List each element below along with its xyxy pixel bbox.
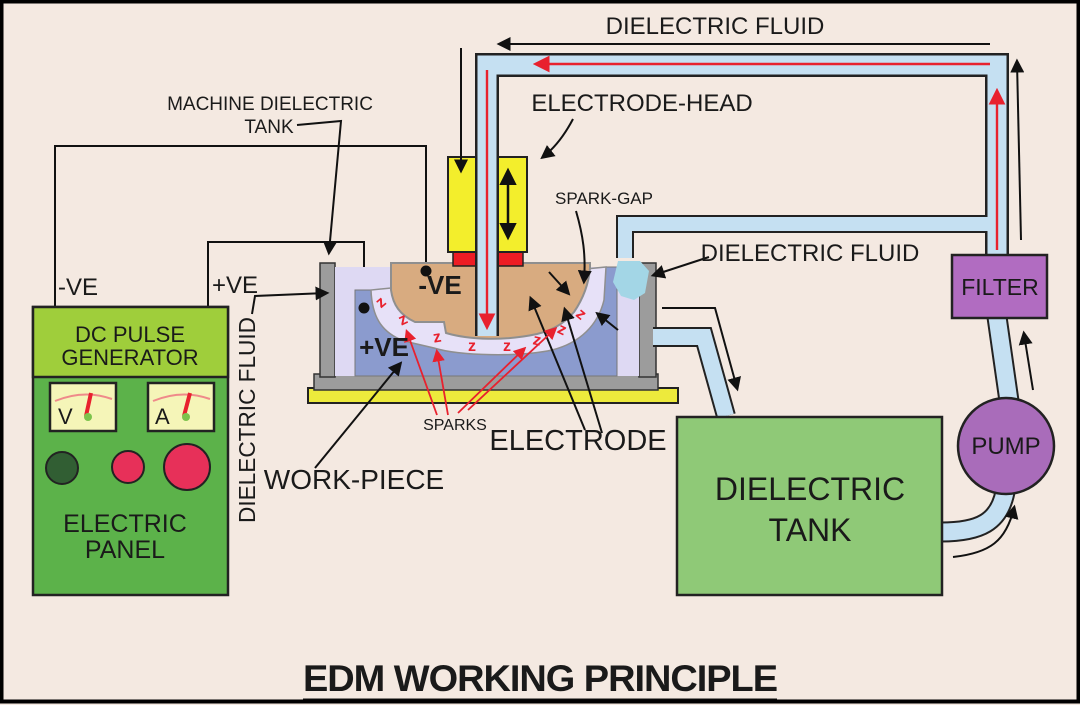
panel-label-1: ELECTRIC [63, 510, 187, 538]
positive-terminal-dot [358, 302, 370, 314]
label-work-piece: WORK-PIECE [264, 464, 444, 495]
spark-icon: z [503, 338, 511, 355]
label-pump: PUMP [971, 433, 1040, 460]
sparks-pointers [404, 326, 558, 416]
volt-needle-pivot [84, 413, 92, 421]
spark-pointer [457, 346, 527, 414]
generator-label-1: DC PULSE [75, 322, 185, 347]
amp-meter: A [146, 381, 216, 433]
flow-arrow-pump [952, 504, 1019, 558]
label-machine-tank-1: MACHINE DIELECTRIC [167, 94, 373, 115]
leader-electrode-1 [528, 295, 586, 431]
leader-spark-gap [575, 210, 592, 285]
knob-red-large-icon [163, 443, 211, 491]
label-electrode-head: ELECTRODE-HEAD [531, 90, 752, 117]
label-right-fluid: DIELECTRIC FLUID [701, 240, 920, 267]
volt-needle-icon [84, 392, 93, 417]
amp-meter-face [146, 381, 216, 433]
pump-circle [956, 396, 1056, 496]
leader-electrode-2 [561, 306, 603, 434]
volt-meter: V [48, 381, 118, 433]
spark-icon: z [531, 331, 542, 349]
tank-left-wall [319, 262, 336, 378]
volt-label: V [58, 404, 73, 429]
label-electrode: ELECTRODE [489, 425, 666, 457]
label-dielectric-tank-2: TANK [769, 512, 852, 548]
leader-machine-tank [296, 119, 343, 256]
negative-terminal-dot [420, 265, 432, 277]
electric-panel: DC PULSE GENERATOR V A ELECTRIC PANEL [31, 305, 230, 597]
arrow-gap-small-2 [595, 311, 619, 331]
panel-label-2: PANEL [85, 536, 165, 564]
label-neg-terminal: -VE [58, 274, 98, 301]
fluid-inflow-blob [613, 261, 649, 300]
label-fluid-vertical: DIELECTRIC FLUID [234, 317, 260, 523]
pump-tank-pipe [940, 489, 1014, 541]
dielectric-tank-box [675, 415, 944, 597]
arrow-gap-small-1 [548, 271, 571, 296]
label-filter: FILTER [961, 274, 1039, 300]
amp-meter-arc [152, 393, 211, 402]
page-title: EDM WORKING PRINCIPLE [303, 658, 777, 699]
negative-wire [54, 145, 427, 310]
amp-needle-pivot [182, 413, 190, 421]
spark-icon: z [432, 329, 443, 347]
flow-arrow-drain [662, 307, 741, 392]
amp-label: A [155, 404, 170, 429]
leader-fluid-left [251, 286, 330, 315]
label-spark-gap: SPARK-GAP [555, 189, 653, 208]
flow-arrow-filter [1018, 330, 1034, 391]
knob-red-small-icon [111, 450, 145, 484]
amp-needle-icon [182, 392, 192, 417]
label-sparks: SPARKS [423, 417, 487, 434]
label-dielectric-tank-1: DIELECTRIC [715, 471, 905, 507]
spark-pointer [432, 348, 449, 416]
filter-pump-pipe [988, 315, 1018, 403]
label-top-fluid: DIELECTRIC FLUID [606, 13, 825, 40]
leader-fluid-right [650, 256, 710, 279]
label-workpiece-polarity: +VE [359, 332, 409, 362]
leader-work-piece [314, 361, 403, 469]
spark-pointer [467, 326, 558, 411]
spark-icon: z [468, 338, 476, 355]
leader-electrode-head [540, 118, 574, 160]
label-pos-terminal: +VE [212, 272, 258, 299]
spark-pointer [404, 329, 438, 416]
mid-pipe [618, 217, 992, 258]
label-machine-tank-2: TANK [244, 117, 294, 138]
volt-meter-arc [54, 393, 113, 402]
flow-arrow-up-right [1010, 58, 1025, 241]
knob-dark-icon [45, 451, 79, 485]
generator-label-2: GENERATOR [61, 345, 198, 370]
filter-box [950, 253, 1049, 320]
volt-meter-face [48, 381, 118, 433]
label-electrode-polarity: -VE [418, 270, 461, 300]
generator-header [31, 305, 230, 379]
drain-pipe [653, 329, 734, 419]
